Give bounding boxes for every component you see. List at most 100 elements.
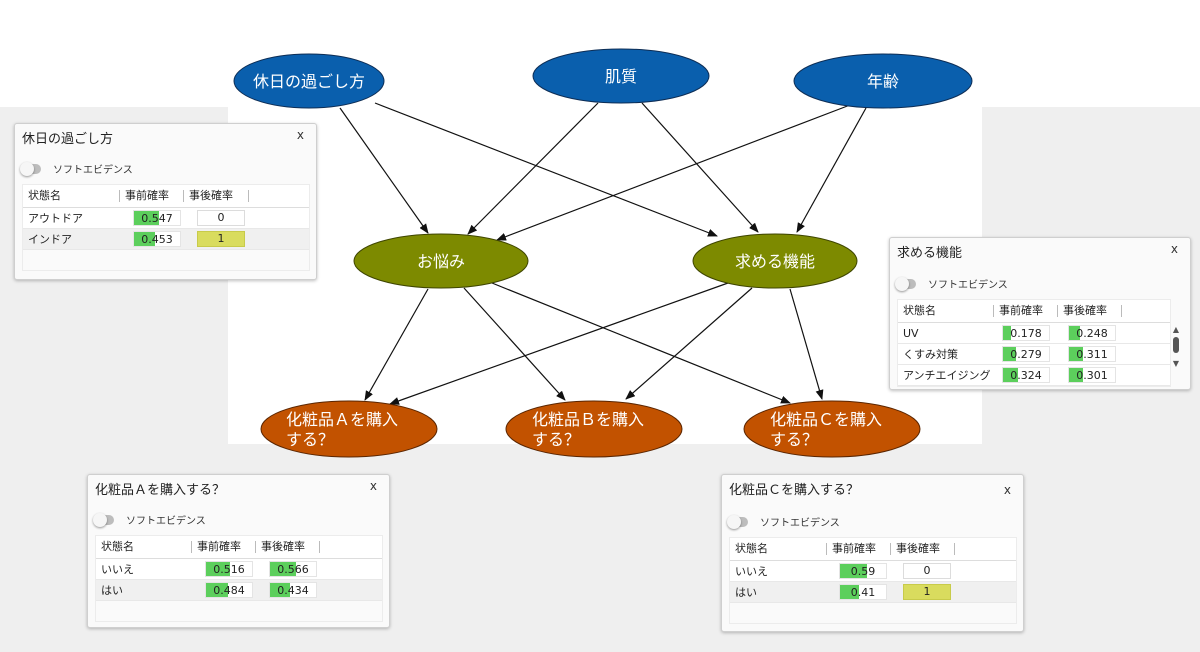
- edge-holiday-features: [374, 102, 718, 237]
- edge-age-features: [796, 107, 867, 233]
- prior-value: 0.453: [141, 233, 173, 246]
- node-age-label: 年齢: [867, 72, 899, 91]
- state-name: くすみ対策: [903, 348, 958, 361]
- table-row[interactable]: くすみ対策 0.279 0.311: [898, 344, 1170, 365]
- node-worries[interactable]: お悩み: [353, 233, 529, 289]
- close-button[interactable]: x: [1170, 242, 1178, 256]
- node-buyA[interactable]: 化粧品Ａを購入する？: [260, 400, 438, 458]
- node-buyC-label: 化粧品Ｃを購入する？: [770, 410, 882, 449]
- close-button[interactable]: x: [1003, 483, 1011, 497]
- table-header: 状態名 事前確率 事後確率: [730, 538, 1016, 561]
- prior-bar-fill: [206, 583, 229, 597]
- node-skin[interactable]: 肌質: [532, 48, 710, 104]
- panel-title: 求める機能: [897, 246, 963, 261]
- soft-evidence-row: ソフトエビデンス: [93, 512, 206, 527]
- node-age[interactable]: 年齢: [793, 53, 973, 109]
- scroll-down-arrow-icon[interactable]: ▼: [1172, 359, 1180, 368]
- node-buyB-ellipse[interactable]: [505, 400, 683, 458]
- posterior-value: 0.434: [277, 584, 309, 597]
- table-row[interactable]: いいえ 0.59 0: [730, 561, 1016, 582]
- node-age-ellipse[interactable]: [793, 53, 973, 109]
- header-posterior: 事後確率: [184, 190, 249, 202]
- node-holiday-ellipse[interactable]: [233, 53, 385, 109]
- header-posterior: 事後確率: [1058, 305, 1122, 317]
- table-row[interactable]: アンチエイジング 0.324 0.301: [898, 365, 1170, 386]
- edge-age-worries: [496, 104, 851, 241]
- posterior-value: 0.301: [1076, 369, 1108, 382]
- header-prior: 事前確率: [120, 190, 184, 202]
- header-posterior: 事後確率: [891, 543, 955, 555]
- edge-worries-buyB: [463, 287, 566, 401]
- node-buyA-ellipse[interactable]: [260, 400, 438, 458]
- close-button[interactable]: x: [369, 479, 377, 493]
- header-posterior: 事後確率: [256, 541, 320, 553]
- posterior-value: 0.248: [1076, 327, 1108, 340]
- header-prior: 事前確率: [192, 541, 256, 553]
- prior-bar-fill: [840, 564, 868, 578]
- posterior-value: 0.311: [1076, 348, 1108, 361]
- posterior-value: 0.566: [277, 563, 309, 576]
- prior-bar: 0.547: [133, 210, 181, 226]
- state-name: はい: [735, 586, 757, 599]
- prior-bar-fill: [1003, 326, 1012, 340]
- node-worries-label: お悩み: [417, 252, 465, 271]
- prior-bar: 0.516: [205, 561, 253, 577]
- prior-bar: 0.453: [133, 231, 181, 247]
- table-header: 状態名 事前確率 事後確率: [23, 185, 309, 208]
- header-state: 状態名: [23, 190, 120, 202]
- state-table: 状態名 事前確率 事後確率 いいえ 0.59 0 はい 0.41 1: [729, 537, 1017, 624]
- edge-holiday-worries: [339, 107, 429, 234]
- posterior-bar-fill: [270, 583, 290, 597]
- table-row[interactable]: UV 0.178 0.248: [898, 323, 1170, 344]
- scroll-up-arrow-icon[interactable]: ▲: [1172, 325, 1180, 334]
- edge-features-buyB: [625, 287, 753, 400]
- posterior-value-evidence: 1: [903, 584, 951, 600]
- prior-bar-fill: [1003, 368, 1018, 382]
- state-name: いいえ: [735, 565, 768, 578]
- table-row[interactable]: はい 0.484 0.434: [96, 580, 382, 601]
- soft-evidence-toggle[interactable]: [20, 161, 41, 176]
- prior-value: 0.324: [1010, 369, 1042, 382]
- panel-holiday[interactable]: 休日の過ごし方 x ソフトエビデンス 状態名 事前確率 事後確率 アウトドア 0…: [14, 123, 317, 280]
- posterior-bar-fill: [1069, 347, 1084, 361]
- soft-evidence-row: ソフトエビデンス: [727, 514, 840, 529]
- edge-skin-worries: [467, 102, 599, 235]
- soft-evidence-toggle[interactable]: [93, 512, 114, 527]
- toggle-knob: [727, 514, 741, 529]
- prior-value: 0.547: [141, 212, 173, 225]
- close-button[interactable]: x: [296, 128, 304, 142]
- soft-evidence-toggle[interactable]: [895, 276, 916, 291]
- node-features-label: 求める機能: [735, 252, 815, 271]
- panel-title: 化粧品Ｃを購入する？: [729, 483, 860, 498]
- vertical-scrollbar[interactable]: ▲ ▼: [1171, 325, 1181, 381]
- node-buyB[interactable]: 化粧品Ｂを購入する？: [505, 400, 683, 458]
- header-prior: 事前確率: [994, 305, 1058, 317]
- graph-area: [228, 42, 982, 444]
- table-row[interactable]: いいえ 0.516 0.566: [96, 559, 382, 580]
- table-row[interactable]: アウトドア 0.547 0: [23, 208, 309, 229]
- prior-value: 0.178: [1010, 327, 1042, 340]
- header-state: 状態名: [96, 541, 192, 553]
- panel-buyA[interactable]: 化粧品Ａを購入する？ x ソフトエビデンス 状態名 事前確率 事後確率 いいえ …: [87, 474, 390, 628]
- node-holiday[interactable]: 休日の過ごし方: [233, 53, 385, 109]
- soft-evidence-row: ソフトエビデンス: [20, 161, 133, 176]
- node-buyC-ellipse[interactable]: [743, 400, 921, 458]
- node-buyC[interactable]: 化粧品Ｃを購入する？: [743, 400, 921, 458]
- soft-evidence-toggle[interactable]: [727, 514, 748, 529]
- node-features-ellipse[interactable]: [692, 233, 858, 289]
- panel-title: 化粧品Ａを購入する？: [95, 483, 226, 498]
- table-row[interactable]: はい 0.41 1: [730, 582, 1016, 603]
- table-footer: [23, 250, 309, 270]
- posterior-bar: 0.434: [269, 582, 317, 598]
- node-skin-ellipse[interactable]: [532, 48, 710, 104]
- panel-features[interactable]: 求める機能 x ソフトエビデンス 状態名 事前確率 事後確率 UV 0.178 …: [889, 237, 1191, 390]
- panel-buyC[interactable]: 化粧品Ｃを購入する？ x ソフトエビデンス 状態名 事前確率 事後確率 いいえ …: [721, 474, 1024, 632]
- node-worries-ellipse[interactable]: [353, 233, 529, 289]
- prior-value: 0.516: [213, 563, 245, 576]
- table-row[interactable]: インドア 0.453 1: [23, 229, 309, 250]
- node-features[interactable]: 求める機能: [692, 233, 858, 289]
- header-state: 状態名: [730, 543, 827, 555]
- edge-skin-features: [641, 102, 759, 233]
- state-table: 状態名 事前確率 事後確率 UV 0.178 0.248 くすみ対策 0.279: [897, 299, 1171, 387]
- scroll-thumb[interactable]: [1173, 337, 1179, 353]
